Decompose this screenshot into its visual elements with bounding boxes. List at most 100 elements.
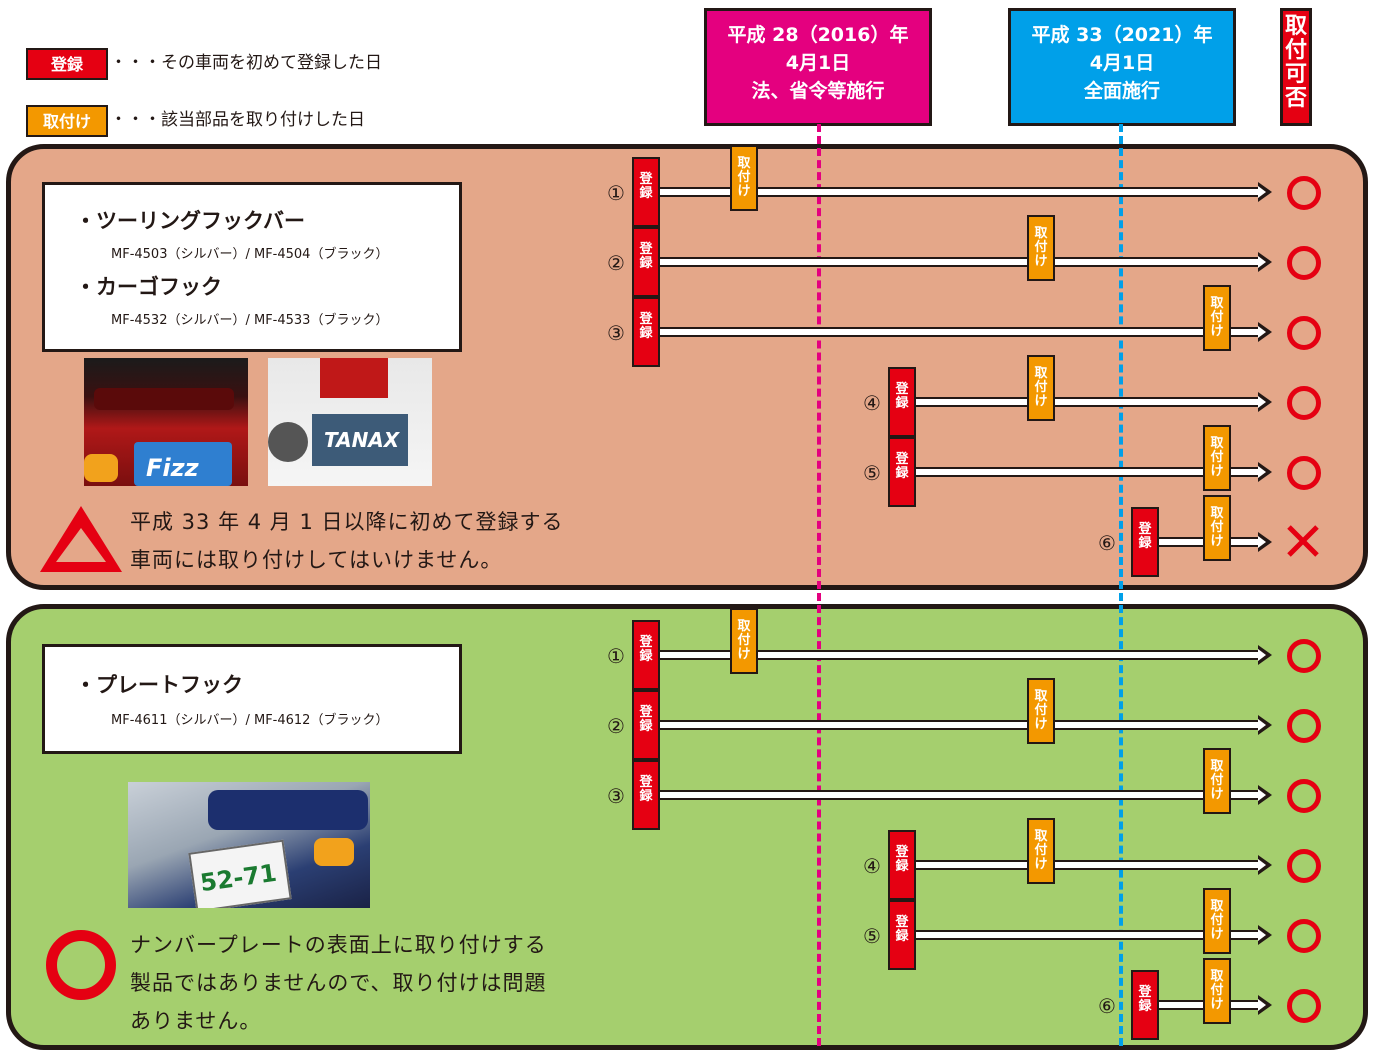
ng-cross-icon — [1287, 525, 1319, 557]
row-number: ④ — [863, 391, 881, 415]
header-2021-line2: 4月1日 — [1089, 52, 1155, 74]
mount-badge: 取付け — [1203, 748, 1231, 814]
timeline-arrow-shaft — [658, 327, 1260, 337]
header-2016-line3: 法、省令等施行 — [751, 80, 885, 102]
dashed-line-2021 — [1119, 124, 1123, 1046]
arrow-head-inner — [1258, 649, 1266, 661]
note-bottom-line2: 製品ではありませんので、取り付けは問題 — [130, 971, 547, 995]
mount-badge: 取付け — [1203, 285, 1231, 351]
legend-mount-text: ・・・該当部品を取り付けした日 — [110, 110, 365, 130]
dashed-line-2016 — [817, 124, 821, 1046]
product-code-touring-hook-bar: MF-4503（シルバー）/ MF-4504（ブラック） — [111, 247, 389, 262]
legend-mount-badge: 取付け — [26, 105, 108, 137]
mount-badge: 取付け — [1203, 958, 1231, 1024]
photo-plate-text-tanax: TANAX — [324, 428, 400, 452]
mount-badge: 取付け — [1027, 818, 1055, 884]
header-result: 取付可否 — [1280, 8, 1312, 126]
mount-badge: 取付け — [1203, 425, 1231, 491]
product-name-cargo-hook: ・カーゴフック — [75, 275, 222, 299]
arrow-head-inner — [1258, 466, 1266, 478]
arrow-head-inner — [1258, 789, 1266, 801]
note-top-line2: 車両には取り付けしてはいけません。 — [130, 548, 503, 572]
mount-badge: 取付け — [730, 145, 758, 211]
registration-badge: 登録 — [888, 367, 916, 437]
top-row-3: ③ 登録 取付け — [0, 285, 1379, 367]
ok-circle-icon — [1287, 989, 1321, 1023]
timeline-arrow-shaft — [658, 720, 1260, 730]
timeline-arrow-shaft — [914, 860, 1260, 870]
row-number: ② — [607, 714, 625, 738]
arrow-head-inner — [1258, 186, 1266, 198]
row-number: ① — [607, 644, 625, 668]
row-number: ⑥ — [1098, 531, 1116, 555]
row-number: ③ — [607, 784, 625, 808]
registration-badge: 登録 — [632, 297, 660, 367]
photo-plate-hook: 52-71 — [128, 782, 370, 908]
product-code-plate-hook: MF-4611（シルバー）/ MF-4612（ブラック） — [111, 713, 389, 728]
photo-plate-text: Fizz — [146, 454, 199, 482]
triangle-warning-icon — [40, 506, 122, 572]
ok-circle-icon — [1287, 919, 1321, 953]
legend-registration-badge: 登録 — [26, 48, 108, 80]
registration-badge: 登録 — [1131, 970, 1159, 1040]
arrow-head-inner — [1258, 536, 1266, 548]
note-bottom: ナンバープレートの表面上に取り付けする 製品ではありませんので、取り付けは問題 … — [130, 926, 547, 1040]
header-2021: 平成 33（2021）年 4月1日 全面施行 — [1008, 8, 1236, 126]
product-code-cargo-hook: MF-4532（シルバー）/ MF-4533（ブラック） — [111, 313, 389, 328]
note-bottom-line3: ありません。 — [130, 1009, 262, 1033]
row-number: ⑤ — [863, 461, 881, 485]
registration-badge: 登録 — [888, 437, 916, 507]
arrow-head-inner — [1258, 719, 1266, 731]
row-number: ⑥ — [1098, 994, 1116, 1018]
ok-circle-icon — [1287, 176, 1321, 210]
arrow-head-inner — [1258, 396, 1266, 408]
ok-circle-icon — [1287, 386, 1321, 420]
photo-touring-hook-bar: Fizz — [84, 358, 248, 486]
arrow-head-inner — [1258, 999, 1266, 1011]
registration-badge: 登録 — [888, 830, 916, 900]
ok-circle-icon — [1287, 316, 1321, 350]
registration-badge: 登録 — [632, 620, 660, 690]
ok-circle-icon — [1287, 246, 1321, 280]
product-box-bottom: ・プレートフック MF-4611（シルバー）/ MF-4612（ブラック） — [42, 644, 462, 754]
bottom-row-1: ① 登録 取付け — [0, 608, 1379, 690]
ok-circle-icon — [1287, 849, 1321, 883]
arrow-head-inner — [1258, 256, 1266, 268]
bottom-row-2: ② 登録 取付け — [0, 678, 1379, 760]
row-number: ① — [607, 181, 625, 205]
header-2021-line1: 平成 33（2021）年 — [1031, 24, 1213, 46]
row-number: ④ — [863, 854, 881, 878]
ok-circle-icon — [1287, 456, 1321, 490]
header-2016: 平成 28（2016）年 4月1日 法、省令等施行 — [704, 8, 932, 126]
product-name-touring-hook-bar: ・ツーリングフックバー — [75, 209, 305, 233]
mount-badge: 取付け — [1203, 495, 1231, 561]
registration-badge: 登録 — [632, 690, 660, 760]
note-top-line1: 平成 33 年 4 月 1 日以降に初めて登録する — [130, 510, 564, 534]
mount-badge: 取付け — [1027, 355, 1055, 421]
ok-circle-icon — [1287, 709, 1321, 743]
row-number: ③ — [607, 321, 625, 345]
mount-badge: 取付け — [1203, 888, 1231, 954]
arrow-head-inner — [1258, 859, 1266, 871]
mount-badge: 取付け — [1027, 678, 1055, 744]
header-2016-line2: 4月1日 — [785, 52, 851, 74]
mount-badge: 取付け — [730, 608, 758, 674]
product-box-top: ・ツーリングフックバー MF-4503（シルバー）/ MF-4504（ブラック）… — [42, 182, 462, 352]
ok-circle-icon — [1287, 639, 1321, 673]
header-2021-line3: 全面施行 — [1083, 80, 1160, 102]
arrow-head-inner — [1258, 929, 1266, 941]
ok-circle-icon — [1287, 779, 1321, 813]
top-row-6: ⑥ 登録 取付け — [0, 495, 1379, 577]
timeline-arrow-shaft — [914, 397, 1260, 407]
top-row-5: ⑤ 登録 取付け — [0, 425, 1379, 507]
note-top: 平成 33 年 4 月 1 日以降に初めて登録する 車両には取り付けしてはいけま… — [130, 503, 564, 579]
bottom-row-4: ④ 登録 取付け — [0, 818, 1379, 900]
timeline-arrow-shaft — [658, 790, 1260, 800]
legend-registration-text: ・・・その車両を初めて登録した日 — [110, 53, 382, 73]
arrow-head-inner — [1258, 326, 1266, 338]
note-bottom-line1: ナンバープレートの表面上に取り付けする — [130, 933, 547, 957]
registration-badge: 登録 — [1131, 507, 1159, 577]
